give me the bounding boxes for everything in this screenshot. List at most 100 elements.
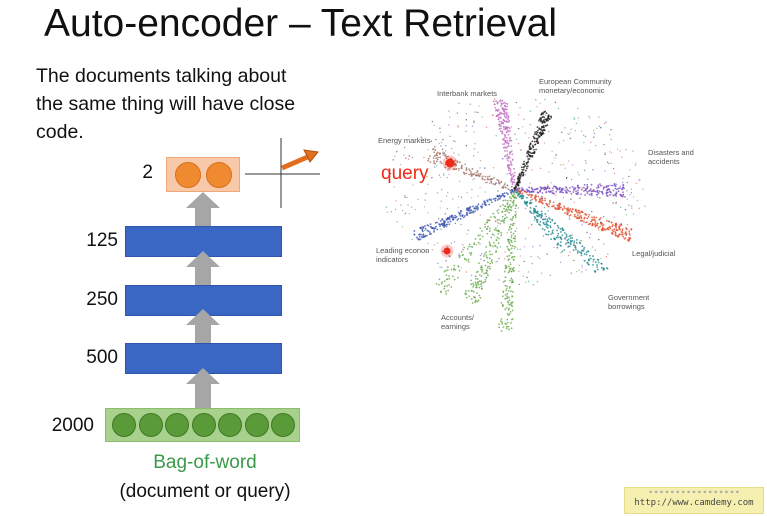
data-point [565, 186, 568, 189]
data-point [571, 237, 574, 239]
data-point [583, 259, 585, 262]
data-point [483, 259, 485, 262]
data-point [488, 265, 491, 268]
data-point [499, 113, 501, 115]
data-point [426, 183, 429, 186]
highlight-point [443, 247, 451, 255]
data-point [422, 233, 425, 236]
data-point [504, 115, 506, 118]
data-point [401, 226, 404, 228]
data-point [455, 215, 458, 218]
data-point [528, 186, 530, 189]
data-point [440, 141, 443, 143]
data-point [536, 221, 539, 223]
data-point [433, 124, 435, 127]
data-point [536, 131, 539, 134]
data-point [506, 297, 509, 299]
data-point [459, 217, 462, 220]
data-point [506, 150, 509, 152]
data-point [599, 197, 601, 199]
data-point [634, 164, 637, 166]
data-point [594, 190, 597, 193]
data-point [450, 242, 453, 245]
data-point [530, 147, 533, 150]
data-point [503, 114, 506, 116]
data-point [525, 163, 528, 166]
data-point [512, 222, 515, 225]
data-point [586, 186, 589, 189]
data-point [521, 192, 524, 195]
data-point [564, 212, 566, 215]
data-point [395, 200, 397, 202]
data-point [497, 229, 500, 232]
data-point [507, 265, 510, 268]
data-point [454, 140, 456, 143]
data-point [586, 231, 588, 234]
data-point [510, 197, 513, 200]
data-point [610, 152, 613, 154]
data-point [472, 286, 475, 288]
data-point [516, 248, 519, 250]
data-point [581, 224, 583, 226]
data-point [608, 188, 611, 191]
data-point [479, 160, 482, 162]
data-point [598, 238, 600, 241]
data-point [443, 152, 446, 154]
data-point [554, 157, 557, 159]
data-point [596, 266, 599, 269]
data-point [499, 99, 502, 102]
data-point [476, 170, 479, 172]
data-point [506, 202, 509, 204]
data-point [493, 241, 495, 244]
label-line: indicators [376, 255, 409, 264]
data-point [473, 207, 476, 210]
data-point [613, 216, 615, 218]
data-point [565, 177, 568, 179]
data-point [442, 173, 445, 175]
data-point [557, 205, 559, 207]
data-point [496, 209, 499, 212]
data-point [582, 248, 585, 251]
data-point [505, 306, 508, 309]
data-point [515, 191, 518, 194]
data-point [496, 260, 499, 263]
data-point [535, 148, 537, 151]
data-point [547, 230, 550, 233]
data-point [591, 223, 594, 226]
data-point [510, 256, 513, 259]
data-point [527, 150, 530, 153]
data-point [513, 196, 516, 199]
data-point [551, 229, 554, 232]
data-point [521, 189, 524, 192]
data-point [518, 270, 520, 272]
data-point [585, 253, 588, 256]
data-point [505, 120, 508, 123]
data-point [506, 184, 509, 187]
data-point [531, 198, 534, 201]
input-subcaption: (document or query) [119, 481, 291, 502]
data-point [471, 302, 474, 304]
data-point [408, 155, 411, 157]
data-point [499, 222, 502, 225]
data-point [561, 187, 563, 190]
data-point [488, 230, 491, 232]
data-point [541, 129, 543, 132]
data-point [509, 203, 511, 206]
data-point [443, 174, 445, 177]
data-point [619, 187, 621, 190]
data-point [497, 195, 500, 198]
data-point [510, 150, 513, 153]
data-point [609, 151, 611, 153]
data-point [488, 257, 491, 260]
data-point [551, 205, 553, 208]
data-point [489, 219, 491, 222]
data-point [446, 269, 449, 271]
data-point [477, 174, 480, 177]
data-point [621, 234, 624, 236]
data-point [487, 261, 489, 264]
data-point [406, 173, 409, 176]
data-point [536, 211, 539, 213]
data-point [504, 213, 507, 216]
data-point [553, 185, 555, 188]
data-point [475, 243, 478, 246]
